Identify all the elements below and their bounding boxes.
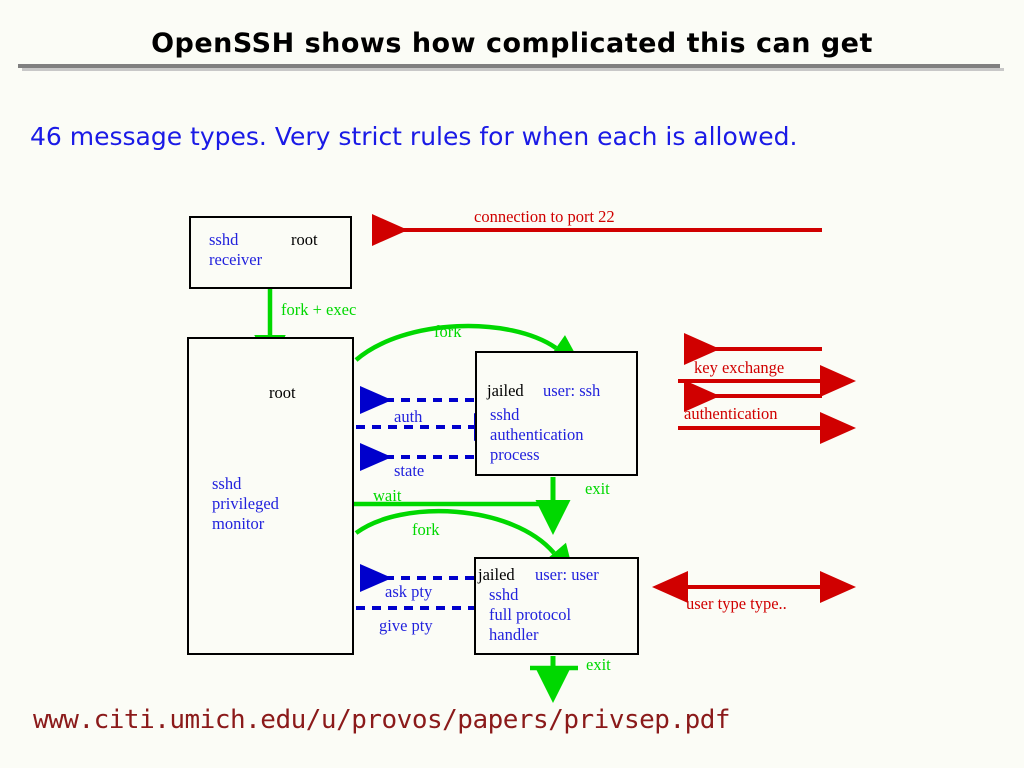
auth-label-jailed: jailed (487, 381, 524, 400)
label-give-pty: give pty (379, 616, 433, 635)
box-sshd-receiver[interactable] (189, 216, 352, 289)
receiver-label-root: root (291, 230, 318, 249)
box-sshd-privileged-monitor[interactable] (187, 337, 354, 655)
label-auth: auth (394, 407, 423, 426)
monitor-label-privileged: privileged (212, 494, 279, 513)
title-rule-shadow (22, 68, 1004, 71)
receiver-label-receiver: receiver (209, 250, 263, 269)
footer-url[interactable]: www.citi.umich.edu/u/provos/papers/privs… (33, 705, 731, 735)
label-connection-to-port-22: connection to port 22 (474, 207, 615, 226)
label-wait: wait (373, 486, 402, 505)
label-fork-1: fork (434, 322, 462, 341)
page-title: OpenSSH shows how complicated this can g… (151, 28, 873, 59)
auth-label-process: process (490, 445, 540, 464)
auth-label-user-ssh: user: ssh (543, 381, 601, 400)
label-fork-2: fork (412, 520, 440, 539)
box-sshd-authentication-process[interactable] (475, 351, 638, 476)
handler-label-full-protocol: full protocol (489, 605, 572, 624)
label-user-type: user type type.. (686, 594, 787, 613)
handler-label-user-user: user: user (535, 565, 599, 584)
monitor-label-sshd: sshd (212, 474, 242, 493)
monitor-label-monitor: monitor (212, 514, 265, 533)
box-sshd-full-protocol-handler[interactable] (474, 557, 639, 655)
title-rule (18, 64, 1000, 68)
label-state: state (394, 461, 425, 480)
auth-label-authentication: authentication (490, 425, 584, 444)
handler-label-handler: handler (489, 625, 539, 644)
label-ask-pty: ask pty (385, 582, 433, 601)
label-exit-2: exit (586, 655, 611, 674)
monitor-label-root: root (269, 383, 296, 402)
label-exit-1: exit (585, 479, 610, 498)
label-fork-exec: fork + exec (281, 300, 357, 319)
receiver-label-sshd: sshd (209, 230, 239, 249)
handler-label-sshd: sshd (489, 585, 519, 604)
label-key-exchange: key exchange (694, 358, 785, 377)
subtitle-text: 46 message types. Very strict rules for … (30, 122, 798, 151)
auth-label-sshd: sshd (490, 405, 520, 424)
handler-label-jailed: jailed (478, 565, 515, 584)
label-authentication: authentication (684, 404, 778, 423)
